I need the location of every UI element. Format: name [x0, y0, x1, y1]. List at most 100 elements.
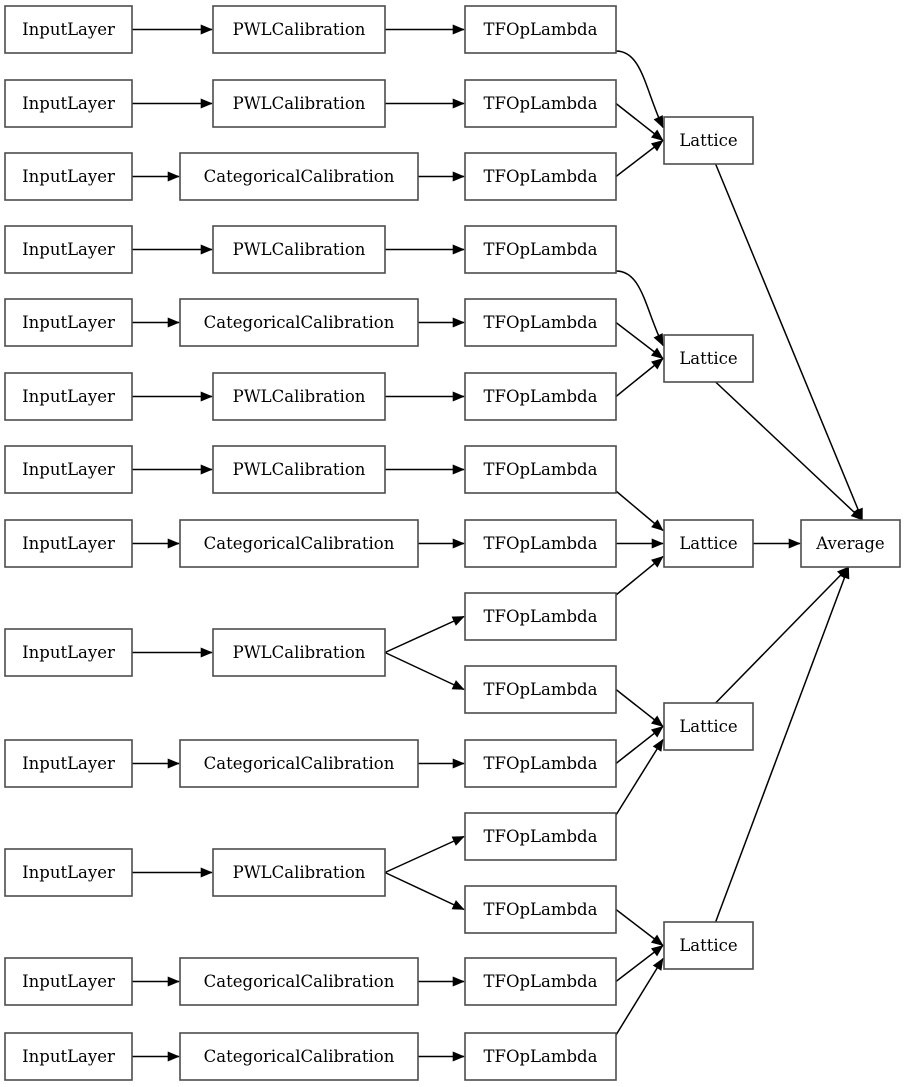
node-tfop-lambda-op6[interactable]: TFOpLambda [464, 372, 617, 421]
node-box[interactable] [4, 152, 133, 201]
node-box[interactable] [464, 79, 617, 128]
node-box[interactable] [212, 445, 386, 494]
node-box[interactable] [4, 372, 133, 421]
node-pwlcalibration-cal9[interactable]: PWLCalibration [212, 628, 386, 677]
node-tfop-lambda-op11[interactable]: TFOpLambda [464, 739, 617, 788]
node-box[interactable] [212, 79, 386, 128]
edge-arrowhead [651, 519, 664, 532]
node-input-layer-in6[interactable]: InputLayer [4, 372, 133, 421]
node-label: Lattice [679, 349, 737, 368]
node-input-layer-in12[interactable]: InputLayer [4, 957, 133, 1006]
node-pwlcalibration-cal1[interactable]: PWLCalibration [212, 5, 386, 54]
node-box[interactable] [4, 848, 133, 897]
node-input-layer-in1[interactable]: InputLayer [4, 5, 133, 54]
edge-arrowhead [200, 464, 213, 475]
node-input-layer-in4[interactable]: InputLayer [4, 225, 133, 274]
node-box[interactable] [212, 628, 386, 677]
node-box[interactable] [4, 1032, 133, 1081]
node-input-layer-in10[interactable]: InputLayer [4, 739, 133, 788]
node-tfop-lambda-op7[interactable]: TFOpLambda [464, 445, 617, 494]
node-pwlcalibration-cal2[interactable]: PWLCalibration [212, 79, 386, 128]
edge-arrowhead [167, 758, 180, 769]
node-box[interactable] [4, 957, 133, 1006]
node-lattice-lat2[interactable]: Lattice [663, 334, 754, 383]
node-box[interactable] [179, 1032, 419, 1081]
node-box[interactable] [179, 957, 419, 1006]
node-pwlcalibration-cal7[interactable]: PWLCalibration [212, 445, 386, 494]
node-tfop-lambda-op2[interactable]: TFOpLambda [464, 79, 617, 128]
node-categorical-calibration-cal10[interactable]: CategoricalCalibration [179, 739, 419, 788]
node-box[interactable] [179, 739, 419, 788]
node-input-layer-in5[interactable]: InputLayer [4, 298, 133, 347]
node-categorical-calibration-cal3[interactable]: CategoricalCalibration [179, 152, 419, 201]
node-box[interactable] [212, 225, 386, 274]
node-box[interactable] [4, 519, 133, 568]
node-box[interactable] [464, 372, 617, 421]
node-input-layer-in9[interactable]: InputLayer [4, 628, 133, 677]
node-input-layer-in8[interactable]: InputLayer [4, 519, 133, 568]
node-average-avg[interactable]: Average [800, 519, 901, 568]
node-tfop-lambda-op14[interactable]: TFOpLambda [464, 957, 617, 1006]
edge-input-layer-to-pwlcalibration [132, 24, 213, 35]
node-categorical-calibration-cal5[interactable]: CategoricalCalibration [179, 298, 419, 347]
node-box[interactable] [179, 152, 419, 201]
node-tfop-lambda-op4[interactable]: TFOpLambda [464, 225, 617, 274]
node-lattice-lat1[interactable]: Lattice [663, 116, 754, 165]
node-categorical-calibration-cal12[interactable]: CategoricalCalibration [179, 957, 419, 1006]
node-box[interactable] [179, 298, 419, 347]
node-box[interactable] [464, 152, 617, 201]
node-box[interactable] [4, 79, 133, 128]
node-box[interactable] [212, 5, 386, 54]
node-tfop-lambda-op1[interactable]: TFOpLambda [464, 5, 617, 54]
node-box[interactable] [464, 957, 617, 1006]
node-pwlcalibration-cal6[interactable]: PWLCalibration [212, 372, 386, 421]
node-tfop-lambda-op3[interactable]: TFOpLambda [464, 152, 617, 201]
node-pwlcalibration-cal11[interactable]: PWLCalibration [212, 848, 386, 897]
node-tfop-lambda-op5[interactable]: TFOpLambda [464, 298, 617, 347]
node-box[interactable] [4, 5, 133, 54]
node-box[interactable] [800, 519, 901, 568]
node-box[interactable] [464, 885, 617, 934]
node-box[interactable] [464, 445, 617, 494]
node-box[interactable] [212, 372, 386, 421]
node-box[interactable] [464, 592, 617, 641]
node-box[interactable] [663, 334, 754, 383]
node-box[interactable] [179, 519, 419, 568]
node-box[interactable] [4, 225, 133, 274]
node-box[interactable] [464, 5, 617, 54]
node-box[interactable] [4, 298, 133, 347]
node-tfop-lambda-op10[interactable]: TFOpLambda [464, 665, 617, 714]
node-box[interactable] [663, 116, 754, 165]
node-pwlcalibration-cal4[interactable]: PWLCalibration [212, 225, 386, 274]
node-lattice-lat3[interactable]: Lattice [663, 519, 754, 568]
node-lattice-lat4[interactable]: Lattice [663, 702, 754, 751]
node-lattice-lat5[interactable]: Lattice [663, 921, 754, 970]
node-input-layer-in11[interactable]: InputLayer [4, 848, 133, 897]
node-box[interactable] [464, 519, 617, 568]
node-box[interactable] [663, 702, 754, 751]
node-input-layer-in13[interactable]: InputLayer [4, 1032, 133, 1081]
node-tfop-lambda-op9[interactable]: TFOpLambda [464, 592, 617, 641]
node-box[interactable] [4, 628, 133, 677]
node-tfop-lambda-op12[interactable]: TFOpLambda [464, 812, 617, 861]
node-tfop-lambda-op15[interactable]: TFOpLambda [464, 1032, 617, 1081]
node-input-layer-in2[interactable]: InputLayer [4, 79, 133, 128]
node-box[interactable] [464, 812, 617, 861]
node-box[interactable] [663, 519, 754, 568]
node-box[interactable] [464, 665, 617, 714]
node-input-layer-in3[interactable]: InputLayer [4, 152, 133, 201]
node-tfop-lambda-op13[interactable]: TFOpLambda [464, 885, 617, 934]
node-categorical-calibration-cal8[interactable]: CategoricalCalibration [179, 519, 419, 568]
node-box[interactable] [4, 739, 133, 788]
edge-arrowhead [650, 726, 664, 738]
node-box[interactable] [212, 848, 386, 897]
node-box[interactable] [464, 225, 617, 274]
node-box[interactable] [663, 921, 754, 970]
node-input-layer-in7[interactable]: InputLayer [4, 445, 133, 494]
node-box[interactable] [4, 445, 133, 494]
node-categorical-calibration-cal13[interactable]: CategoricalCalibration [179, 1032, 419, 1081]
node-box[interactable] [464, 1032, 617, 1081]
node-box[interactable] [464, 298, 617, 347]
node-tfop-lambda-op8[interactable]: TFOpLambda [464, 519, 617, 568]
node-box[interactable] [464, 739, 617, 788]
